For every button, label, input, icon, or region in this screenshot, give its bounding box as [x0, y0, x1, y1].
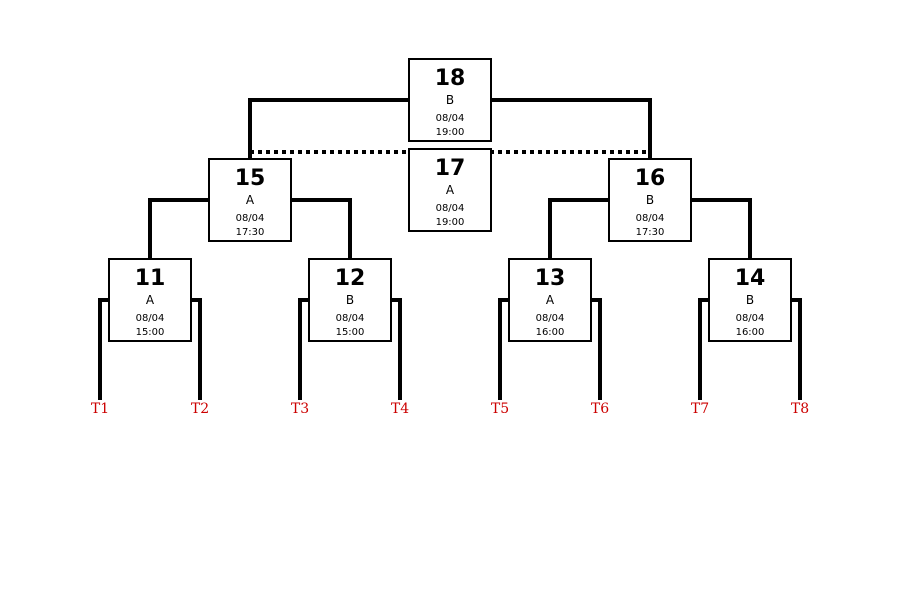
match-13: 13 A 08/04 16:00	[508, 258, 592, 342]
match-12-number: 12	[335, 266, 366, 291]
match-15: 15 A 08/04 17:30	[208, 158, 292, 242]
match-16-date: 08/04	[636, 213, 665, 224]
match-16-number: 16	[635, 166, 666, 191]
match-18-court: B	[446, 93, 454, 107]
match-14-number: 14	[735, 266, 766, 291]
bracket-lines	[98, 98, 802, 400]
match-11-time: 15:00	[136, 327, 165, 338]
match-12-box	[308, 258, 392, 342]
team-label: T2	[191, 401, 209, 417]
match-15-number: 15	[235, 166, 266, 191]
connector-12-t4	[390, 298, 402, 400]
match-18-number: 18	[435, 66, 466, 91]
match-18-box	[408, 58, 492, 142]
connector-11-t2	[190, 298, 202, 400]
connector-18-15	[248, 98, 410, 160]
team-label: T5	[491, 401, 509, 417]
match-13-court: A	[546, 293, 555, 307]
match-16-box	[608, 158, 692, 242]
team-labels: T1 T2 T3 T4 T5 T6 T7 T8	[91, 401, 809, 417]
match-15-date: 08/04	[236, 213, 265, 224]
team-label: T7	[691, 401, 709, 417]
connector-16-13	[548, 198, 610, 260]
match-13-number: 13	[535, 266, 566, 291]
match-16-time: 17:30	[636, 227, 665, 238]
match-12: 12 B 08/04 15:00	[308, 258, 392, 342]
match-14-court: B	[746, 293, 754, 307]
match-16: 16 B 08/04 17:30	[608, 158, 692, 242]
match-11-box	[108, 258, 192, 342]
match-12-court: B	[346, 293, 354, 307]
match-17-box	[408, 148, 492, 232]
connector-15-12	[290, 198, 352, 260]
match-17: 17 A 08/04 19:00	[408, 148, 492, 232]
match-11-court: A	[146, 293, 155, 307]
match-18-time: 19:00	[436, 127, 465, 138]
match-11: 11 A 08/04 15:00	[108, 258, 192, 342]
team-label: T3	[291, 401, 309, 417]
match-17-time: 19:00	[436, 217, 465, 228]
match-12-date: 08/04	[336, 313, 365, 324]
match-11-number: 11	[135, 266, 166, 291]
team-label: T8	[791, 401, 809, 417]
connector-13-t5	[498, 298, 510, 400]
connector-12-t3	[298, 298, 310, 400]
connector-11-t1	[98, 298, 110, 400]
match-18-date: 08/04	[436, 113, 465, 124]
match-14-box	[708, 258, 792, 342]
match-14-date: 08/04	[736, 313, 765, 324]
match-17-date: 08/04	[436, 203, 465, 214]
match-15-court: A	[246, 193, 255, 207]
match-13-date: 08/04	[536, 313, 565, 324]
connector-16-14	[690, 198, 752, 260]
connector-18-16	[490, 98, 652, 160]
match-13-box	[508, 258, 592, 342]
connector-14-t8	[790, 298, 802, 400]
match-14-time: 16:00	[736, 327, 765, 338]
match-18: 18 B 08/04 19:00	[408, 58, 492, 142]
connector-13-t6	[590, 298, 602, 400]
team-label: T1	[91, 401, 109, 417]
match-17-number: 17	[435, 156, 466, 181]
team-label: T6	[591, 401, 609, 417]
match-15-box	[208, 158, 292, 242]
team-label: T4	[391, 401, 409, 417]
match-15-time: 17:30	[236, 227, 265, 238]
match-16-court: B	[646, 193, 654, 207]
match-14: 14 B 08/04 16:00	[708, 258, 792, 342]
match-12-time: 15:00	[336, 327, 365, 338]
connector-15-11	[148, 198, 210, 260]
match-17-court: A	[446, 183, 455, 197]
match-13-time: 16:00	[536, 327, 565, 338]
match-11-date: 08/04	[136, 313, 165, 324]
connector-14-t7	[698, 298, 710, 400]
